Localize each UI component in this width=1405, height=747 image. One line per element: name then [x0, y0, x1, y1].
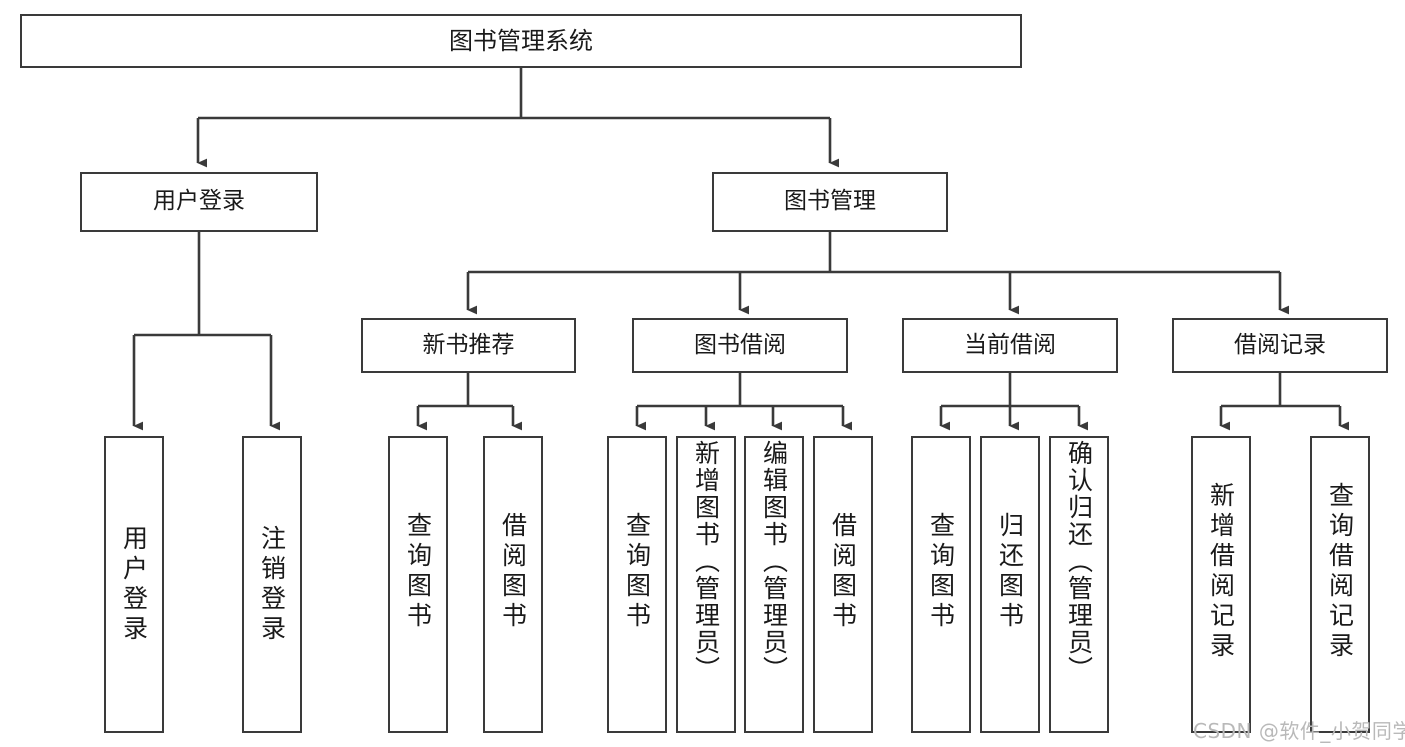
node-label: 确认归还（管理员） [1064, 440, 1094, 683]
node-leaf-borrow-book-recommend[interactable]: 借阅图书 [483, 436, 543, 733]
node-leaf-logout[interactable]: 注销登录 [242, 436, 302, 733]
node-current-borrow[interactable]: 当前借阅 [902, 318, 1118, 373]
node-leaf-user-login[interactable]: 用户登录 [104, 436, 164, 733]
node-label: 归还图书 [995, 512, 1025, 632]
node-label: 新增借阅记录 [1206, 482, 1236, 662]
node-leaf-borrow-book[interactable]: 借阅图书 [813, 436, 873, 733]
node-leaf-query-book-borrow[interactable]: 查询图书 [607, 436, 667, 733]
node-leaf-edit-book-admin[interactable]: 编辑图书（管理员） [744, 436, 804, 733]
node-label: 编辑图书（管理员） [759, 440, 789, 683]
node-label: 新书推荐 [422, 331, 515, 358]
node-leaf-query-book-current[interactable]: 查询图书 [911, 436, 971, 733]
watermark-text: CSDN @软件_小贺同学 [1193, 719, 1405, 743]
node-book-borrow[interactable]: 图书借阅 [632, 318, 848, 373]
node-leaf-query-book-recommend[interactable]: 查询图书 [388, 436, 448, 733]
node-label: 查询图书 [622, 512, 652, 632]
node-label: 借阅图书 [828, 512, 858, 632]
node-label: 借阅记录 [1234, 331, 1326, 358]
node-user-login[interactable]: 用户登录 [80, 172, 318, 232]
node-label: 用户登录 [153, 188, 245, 215]
node-leaf-confirm-return-admin[interactable]: 确认归还（管理员） [1049, 436, 1109, 733]
node-label: 查询图书 [403, 512, 433, 632]
node-label: 查询借阅记录 [1325, 482, 1355, 662]
node-leaf-return-book[interactable]: 归还图书 [980, 436, 1040, 733]
node-book-management[interactable]: 图书管理 [712, 172, 948, 232]
node-label: 借阅图书 [498, 512, 528, 632]
node-label: 图书管理 [784, 188, 876, 215]
node-label: 新增图书（管理员） [691, 440, 721, 683]
node-borrow-record[interactable]: 借阅记录 [1172, 318, 1388, 373]
node-label: 注销登录 [257, 524, 287, 645]
node-new-book-recommend[interactable]: 新书推荐 [361, 318, 576, 373]
node-label: 查询图书 [926, 512, 956, 632]
node-label: 当前借阅 [964, 331, 1056, 358]
node-leaf-query-borrow-record[interactable]: 查询借阅记录 [1310, 436, 1370, 733]
node-leaf-add-borrow-record[interactable]: 新增借阅记录 [1191, 436, 1251, 733]
node-label: 图书借阅 [694, 331, 786, 358]
node-label: 图书管理系统 [449, 26, 593, 55]
node-label: 用户登录 [119, 524, 149, 645]
node-leaf-add-book-admin[interactable]: 新增图书（管理员） [676, 436, 736, 733]
node-root-book-management-system[interactable]: 图书管理系统 [20, 14, 1022, 68]
